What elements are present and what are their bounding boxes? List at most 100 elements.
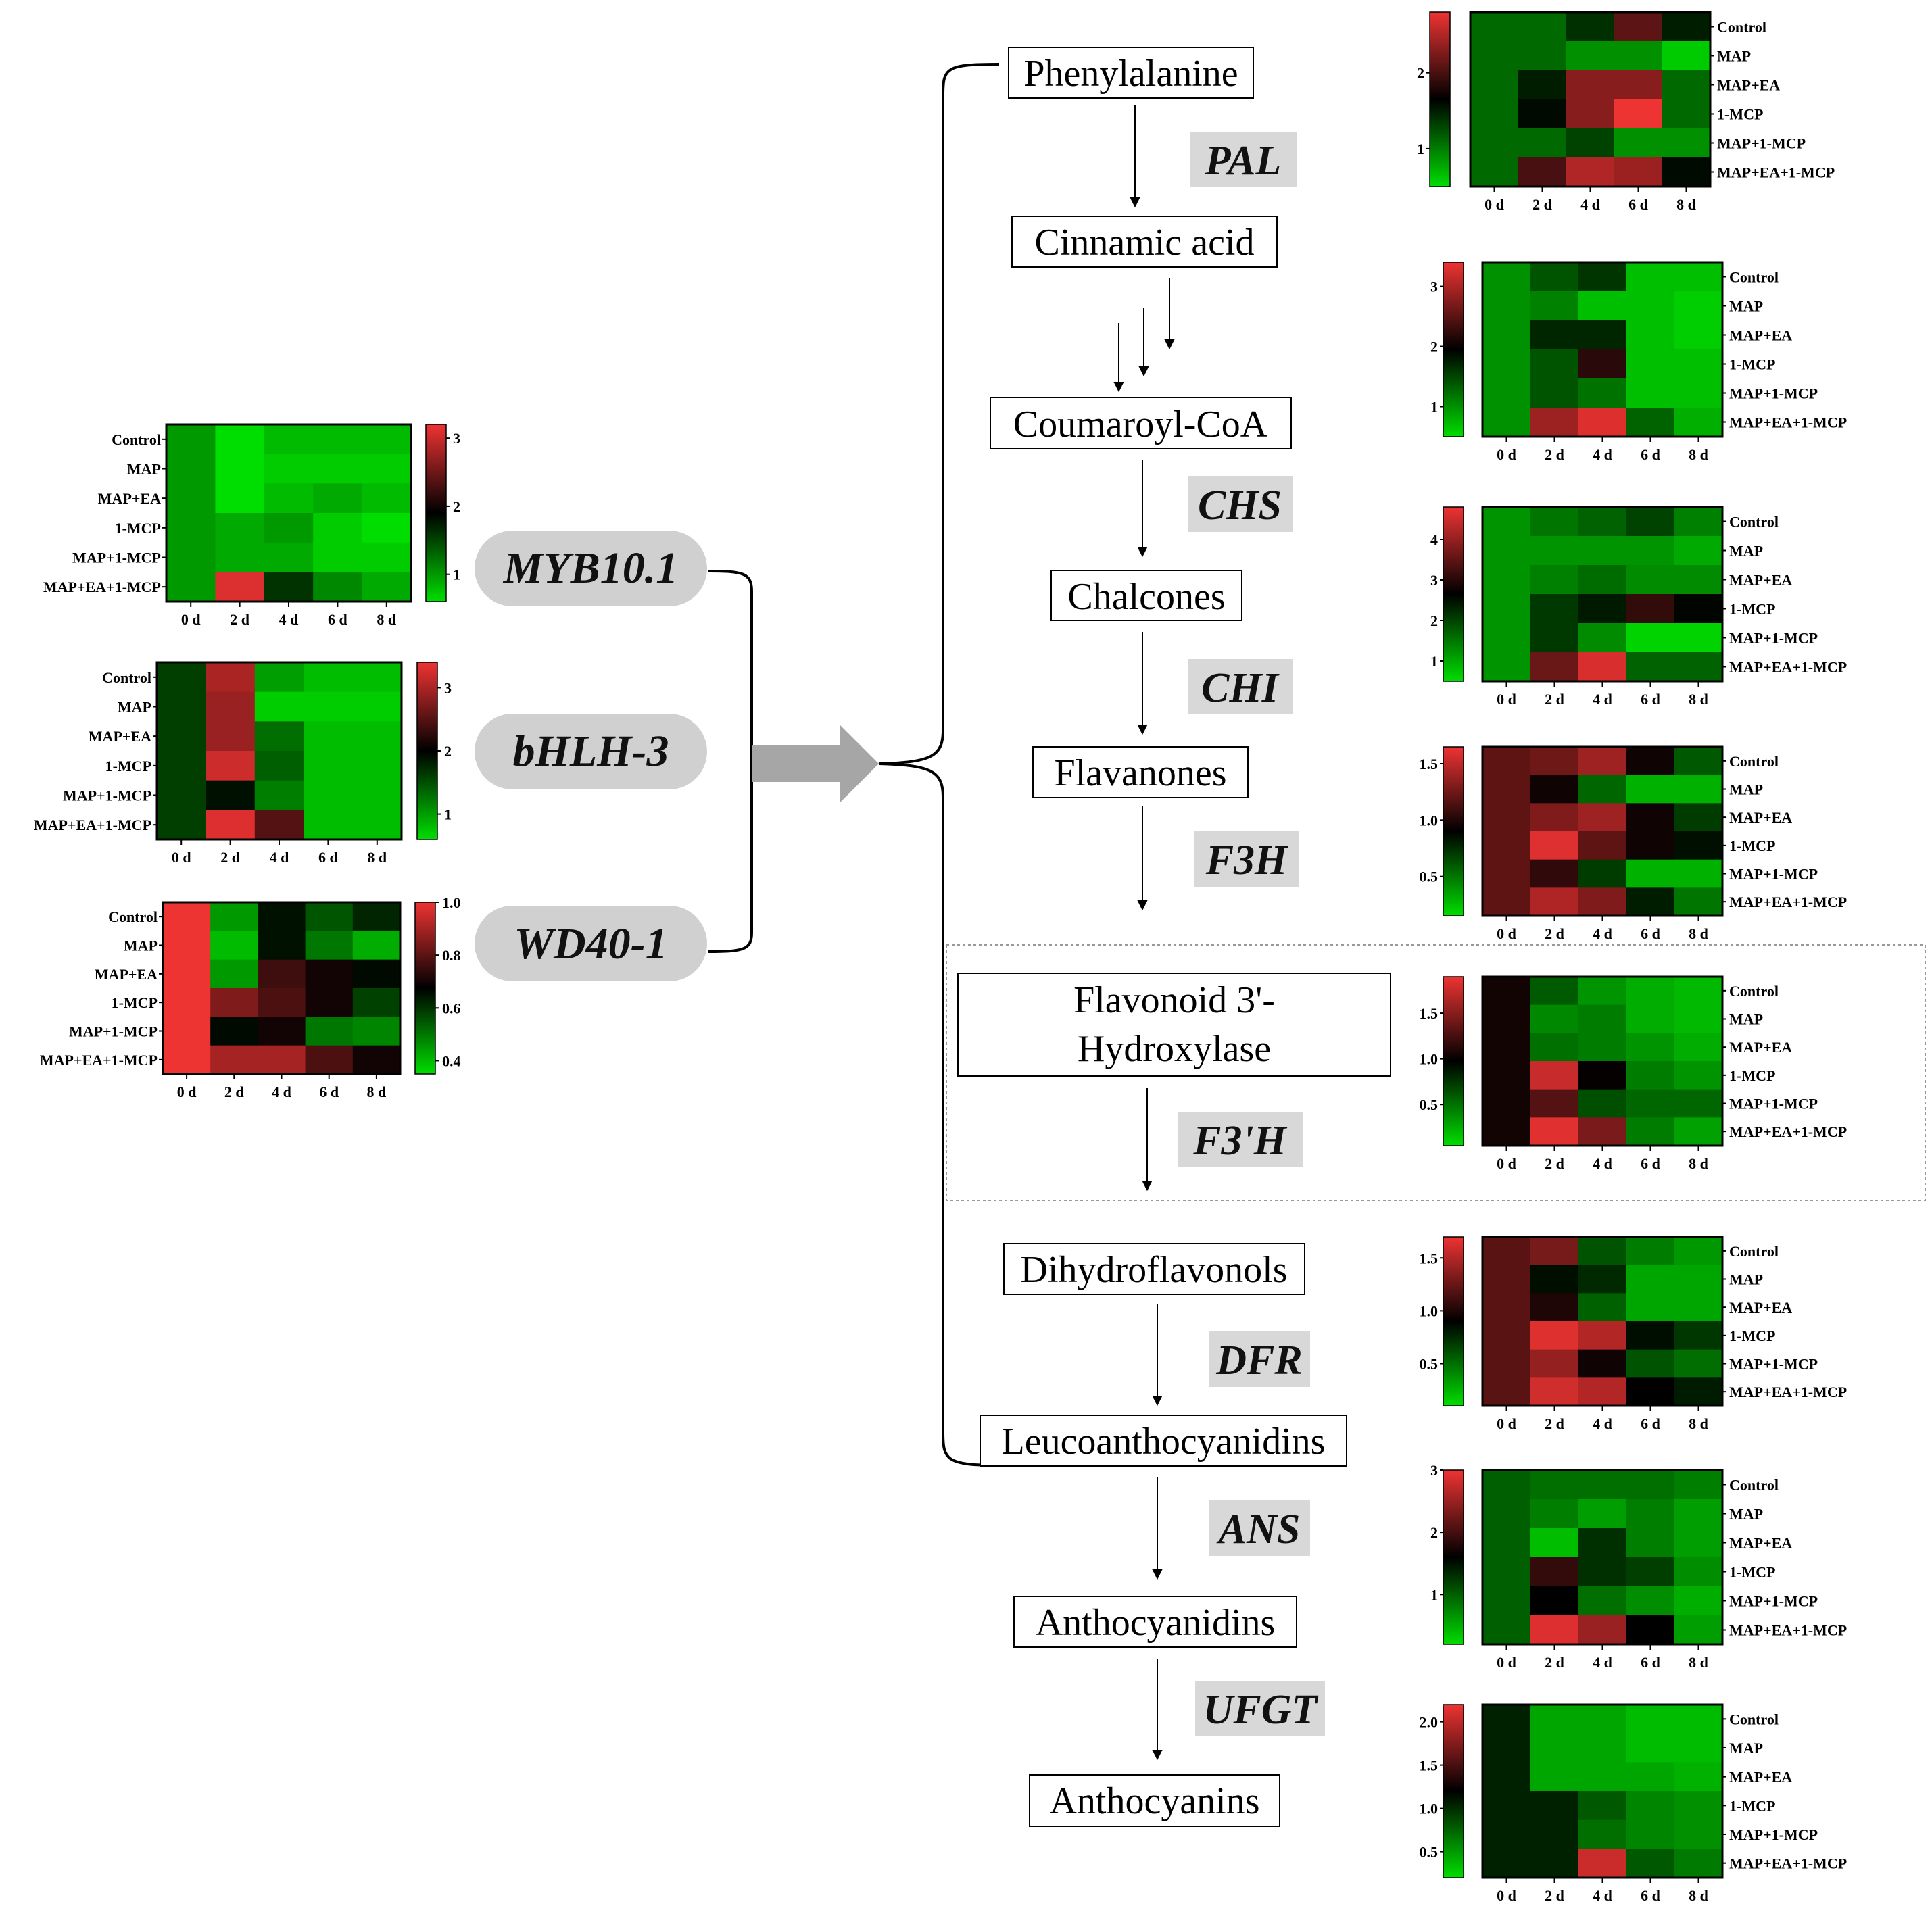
gene-chi-col-label: 8 d — [1689, 691, 1708, 708]
tf-bhlh-cell — [254, 810, 304, 840]
gene-chs-cell — [1578, 408, 1627, 437]
gene-chi-row-label: MAP+1-MCP — [1729, 630, 1818, 647]
gene-ans-col-label: 6 d — [1641, 1654, 1660, 1671]
gene-chs-cell — [1482, 291, 1531, 321]
gene-pal-row-label: MAP — [1717, 48, 1751, 65]
gene-dfr-cell — [1674, 1265, 1723, 1294]
gene-pal-cell — [1470, 12, 1519, 42]
gene-pal-cell — [1518, 157, 1567, 187]
pathway-gene-heatmaps: ControlMAPMAP+EA1-MCPMAP+1-MCPMAP+EA+1-M… — [1417, 11, 1847, 1904]
gene-f3prime-cell — [1626, 1004, 1675, 1033]
gene-ans-cell — [1674, 1586, 1723, 1616]
gene-dfr-cell — [1482, 1349, 1531, 1378]
gene-f3prime-cell — [1626, 1061, 1675, 1090]
tf-myb-row-label: MAP+EA+1-MCP — [43, 579, 161, 595]
enzyme-dfr-label: DFR — [1215, 1338, 1302, 1384]
gene-chs-scale-label: 2 — [1430, 339, 1438, 356]
tf-myb-cell — [264, 572, 314, 602]
enzyme-box-f3prime-hydroxylase: Flavonoid 3'- Hydroxylase — [957, 973, 1391, 1077]
gene-f3h-scale-label: 0.5 — [1420, 869, 1439, 885]
gene-f3h-cell — [1674, 831, 1723, 860]
gene-pal-col-label: 6 d — [1628, 196, 1648, 213]
tf-wd40-cell — [210, 1045, 258, 1075]
tf-bhlh-cell — [206, 810, 256, 840]
gene-f3h-cell — [1626, 775, 1675, 804]
tf-wd40-cell — [210, 902, 258, 931]
gene-ufgt-scale-label: 1.5 — [1420, 1757, 1439, 1774]
gene-pal-col-label: 0 d — [1484, 196, 1504, 213]
gene-f3prime-cell — [1578, 1061, 1627, 1090]
gene-f3h-color-scale — [1443, 746, 1464, 916]
gene-pal-cell — [1470, 41, 1519, 71]
tf-myb-row-label: MAP — [127, 461, 161, 478]
tf-bhlh-cell — [157, 721, 206, 752]
arrow-cin-to-cou-2-head — [1138, 366, 1149, 377]
gene-f3prime-row-label: Control — [1729, 983, 1779, 1000]
tf-wd40-col-label: 4 d — [272, 1083, 291, 1100]
gene-f3h-row-label: Control — [1729, 753, 1779, 770]
arrow-cou-to-chal-head — [1137, 547, 1148, 558]
gene-f3prime-cell — [1626, 1117, 1675, 1146]
gene-chi-col-label: 4 d — [1593, 691, 1612, 708]
gene-dfr-cell — [1578, 1293, 1627, 1322]
gene-ufgt-cell — [1530, 1705, 1579, 1734]
enzyme-ans: ANS — [1209, 1500, 1310, 1556]
gene-pal-cell — [1662, 99, 1711, 129]
tf-myb-cell — [215, 572, 265, 602]
tf-wd40-heatmap: ControlMAPMAP+EA1-MCPMAP+1-MCPMAP+EA+1-M… — [40, 894, 461, 1100]
arrow-anthcyd-to-anthcyn-head — [1152, 1750, 1163, 1761]
gene-f3h-row-label: MAP — [1729, 781, 1763, 798]
gene-f3h-col-label: 0 d — [1497, 925, 1516, 942]
gene-f3h-cell — [1482, 887, 1531, 916]
gene-chi-col-label: 0 d — [1497, 691, 1516, 708]
gene-f3h-cell — [1578, 887, 1627, 916]
tf-wd40-row-label: 1-MCP — [112, 994, 158, 1011]
gene-f3prime-col-label: 0 d — [1497, 1155, 1516, 1172]
gene-chi-cell — [1530, 652, 1579, 682]
gene-f3h-col-label: 4 d — [1593, 925, 1612, 942]
enzyme-f3primeh: F3'H — [1178, 1112, 1303, 1167]
gene-f3h-cell — [1530, 859, 1579, 888]
gene-pal-cell — [1662, 12, 1711, 42]
tf-wd40-cell — [258, 1017, 306, 1046]
gene-ufgt-scale-label: 1.0 — [1420, 1801, 1439, 1817]
gene-f3prime-cell — [1626, 1033, 1675, 1062]
gene-dfr-cell — [1674, 1237, 1723, 1266]
gene-dfr-col-label: 6 d — [1641, 1415, 1660, 1432]
gene-chi-col-label: 2 d — [1545, 691, 1564, 708]
gene-f3prime-cell — [1674, 1089, 1723, 1118]
compound-phenylalanine: Phenylalanine — [1008, 47, 1254, 99]
tf-myb-cell — [362, 513, 412, 543]
gene-f3prime-cell — [1674, 1033, 1723, 1062]
gene-chs-row-label: MAP+EA — [1729, 327, 1792, 344]
gene-chi-cell — [1482, 565, 1531, 595]
gene-ufgt-cell — [1626, 1819, 1675, 1849]
gene-chi-row-label: MAP+EA+1-MCP — [1729, 659, 1847, 676]
gene-pal-col-label: 8 d — [1676, 196, 1696, 213]
gene-pal-cell — [1662, 157, 1711, 187]
gene-chi-cell — [1626, 594, 1675, 624]
gene-chi-cell — [1674, 507, 1723, 537]
gene-chs-cell — [1626, 291, 1675, 321]
gene-f3h-cell — [1530, 775, 1579, 804]
enzyme-ans-label: ANS — [1216, 1507, 1301, 1552]
gene-dfr-scale-label: 1.0 — [1420, 1302, 1439, 1319]
tf-myb-cell — [362, 483, 412, 514]
tf-myb-cell — [264, 454, 314, 484]
gene-ans-cell — [1626, 1586, 1675, 1616]
gene-f3prime-cell — [1482, 1033, 1531, 1062]
compound-flavanones: Flavanones — [1032, 746, 1249, 798]
tf-wd40-scale-label: 0.4 — [442, 1052, 461, 1069]
tf-bhlh-cell — [157, 751, 206, 781]
gene-pal-cell — [1614, 41, 1663, 71]
tf-bhlh-cell — [352, 810, 402, 840]
gene-chi-cell — [1674, 594, 1723, 624]
gene-f3h-cell — [1626, 747, 1675, 776]
gene-ufgt-cell — [1578, 1849, 1627, 1878]
gene-dfr-cell — [1674, 1293, 1723, 1322]
regulation-arrow — [752, 725, 879, 802]
tf-wd40-cell — [258, 988, 306, 1017]
gene-chs-row-label: Control — [1729, 269, 1779, 286]
gene-chi-cell — [1578, 594, 1627, 624]
tf-myb-cell — [215, 483, 265, 514]
